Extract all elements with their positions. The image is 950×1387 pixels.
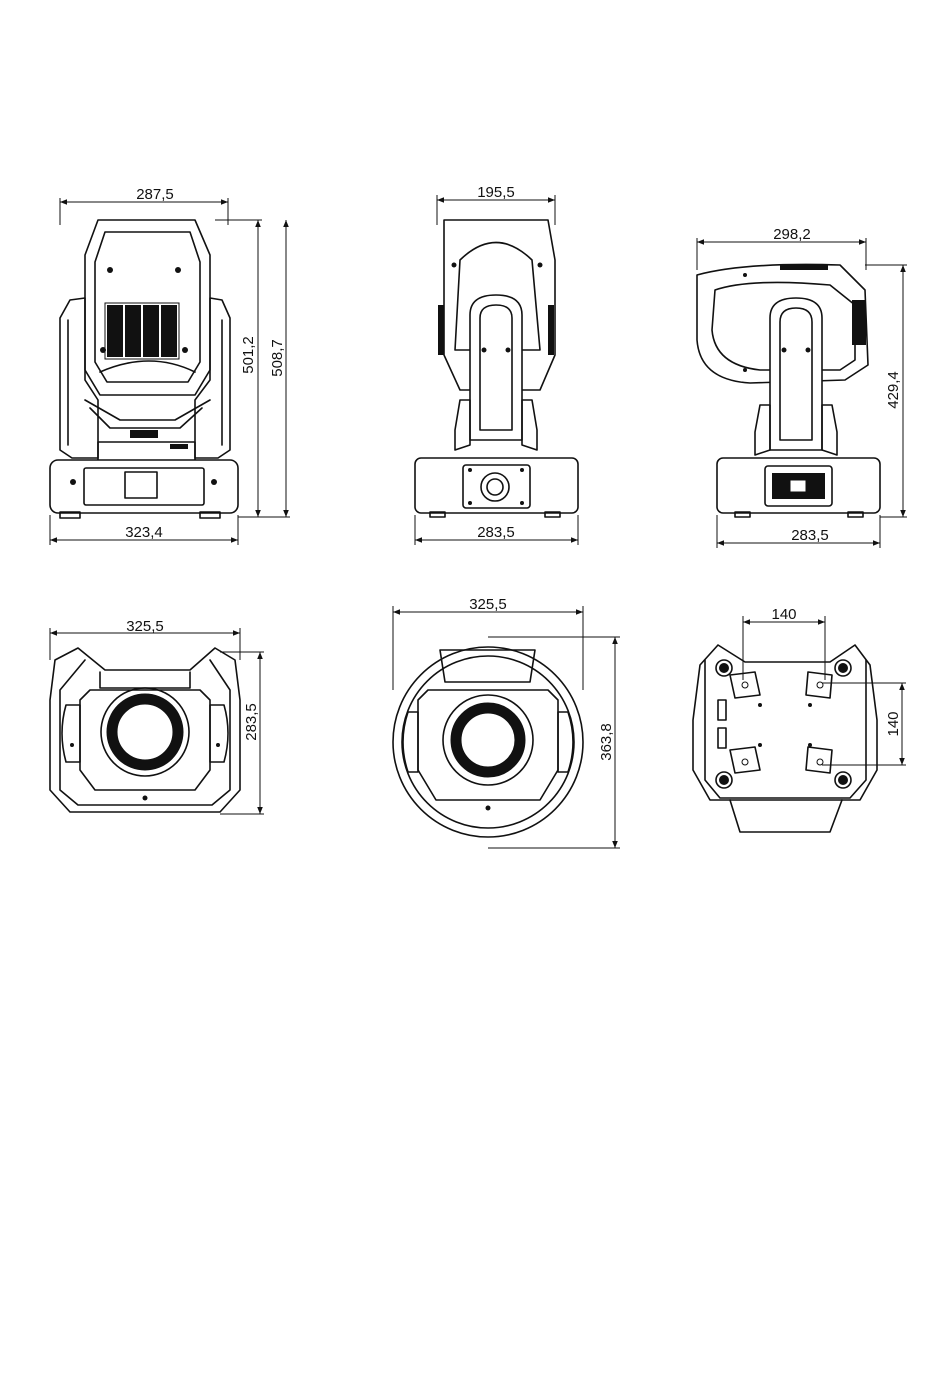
dim-front-width-top: 287,5	[136, 186, 174, 203]
top-view-b: 325,5 363,8	[393, 596, 620, 848]
top-view-a: 325,5 283,5	[50, 618, 264, 814]
dim-front-height-outer: 508,7	[269, 339, 286, 377]
dim-front-width-bottom: 323,4	[125, 524, 163, 541]
dim-front-height-inner: 501,2	[240, 336, 257, 374]
dim-back-width-top: 298,2	[773, 226, 811, 243]
dim-bottom-width: 140	[771, 606, 796, 623]
dim-side-width-top: 195,5	[477, 184, 515, 201]
dim-bottom-height: 140	[885, 711, 902, 736]
dim-side-width-bottom: 283,5	[477, 524, 515, 541]
front-view: 287,5	[50, 186, 290, 545]
dim-topb-height: 363,8	[598, 723, 615, 761]
front-vent-grille	[105, 303, 179, 359]
bottom-view: 140 140	[693, 606, 906, 832]
dim-topa-height: 283,5	[243, 703, 260, 741]
side-view: 195,5 283,5	[415, 184, 578, 545]
dim-back-width-bottom: 283,5	[791, 527, 829, 544]
dim-topa-width: 325,5	[126, 618, 164, 635]
dim-topb-width: 325,5	[469, 596, 507, 613]
back-view: 298,2 429,4 283,5	[697, 226, 907, 548]
dim-back-height: 429,4	[885, 371, 902, 409]
